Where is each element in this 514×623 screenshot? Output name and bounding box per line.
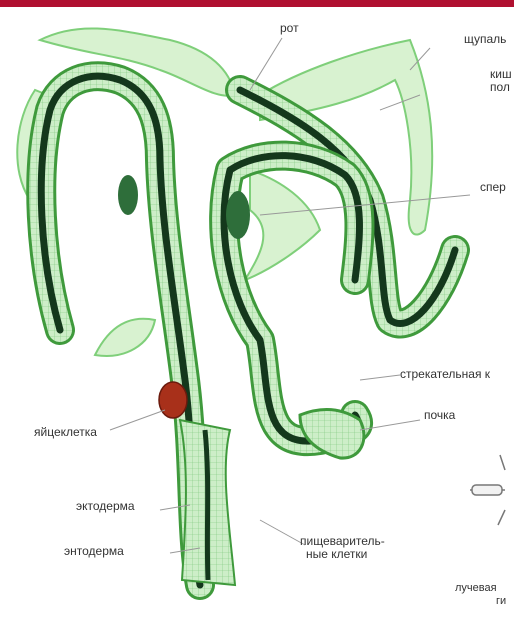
label-tentacles: щупаль (464, 33, 506, 46)
label-mouth: рот (280, 22, 299, 35)
label-gut-line2: пол (490, 81, 510, 94)
gonad-left (118, 175, 138, 215)
label-sperm: спер (480, 181, 506, 194)
gonad-right (226, 191, 250, 239)
label-bud: почка (424, 409, 455, 422)
label-digestive-line2: ные клетки (306, 548, 367, 561)
label-cnidocyte: стрекательная к (400, 368, 490, 381)
label-radial-line1: лучевая (455, 582, 497, 595)
label-radial-line2: ги (496, 595, 506, 608)
label-egg: яйцеклетка (34, 426, 97, 439)
stalk-endoderm (205, 430, 208, 580)
egg-cell (159, 382, 187, 418)
pale-tentacle-mid (245, 170, 320, 280)
label-ectoderm: эктодерма (76, 500, 135, 513)
label-endoderm: энтодерма (64, 545, 124, 558)
radial-symmetry-icon (470, 455, 505, 525)
pale-tentacle-small (95, 319, 155, 356)
